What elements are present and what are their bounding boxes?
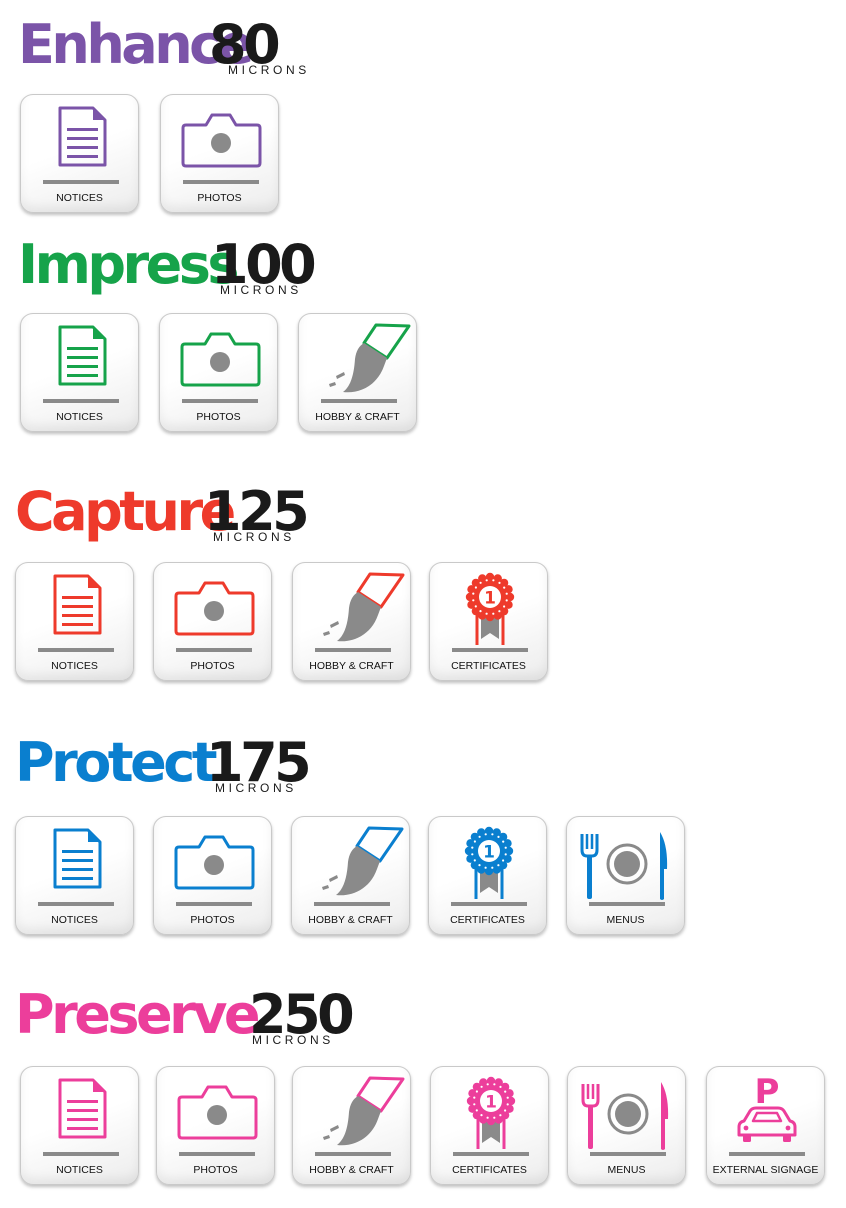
tile-label: MENUS [606, 914, 645, 926]
tile-label: NOTICES [56, 1164, 103, 1176]
use-tile-external-signage: P EXTERNAL SIGNAGE [706, 1066, 825, 1185]
product-name: Capture [15, 480, 236, 543]
use-tile-photos: PHOTOS [153, 562, 272, 681]
use-tile-photos: PHOTOS [153, 816, 272, 935]
tile-label: PHOTOS [197, 192, 242, 204]
use-tile-notices: NOTICES [20, 94, 139, 213]
use-tile-notices: NOTICES [20, 1066, 139, 1185]
use-tile-photos: PHOTOS [156, 1066, 275, 1185]
tile-label: NOTICES [56, 192, 103, 204]
tile-label: HOBBY & CRAFT [309, 660, 394, 672]
tile-label: PHOTOS [190, 914, 235, 926]
thickness-unit: MICRONS [252, 1033, 334, 1047]
tile-label: CERTIFICATES [450, 914, 525, 926]
thickness-unit: MICRONS [220, 283, 302, 297]
use-tile-hobby-craft: HOBBY & CRAFT [298, 313, 417, 432]
tile-label: NOTICES [51, 914, 98, 926]
product-name: Protect [15, 731, 218, 794]
tile-label: PHOTOS [193, 1164, 238, 1176]
use-tile-hobby-craft: HOBBY & CRAFT [291, 816, 410, 935]
tile-label: PHOTOS [196, 411, 241, 423]
tile-label: MENUS [607, 1164, 646, 1176]
tile-label: HOBBY & CRAFT [309, 1164, 394, 1176]
tile-label: CERTIFICATES [452, 1164, 527, 1176]
tile-label: HOBBY & CRAFT [315, 411, 400, 423]
thickness-number: 125 [204, 480, 310, 543]
thickness-number: 175 [206, 731, 312, 794]
thickness-number: 100 [211, 233, 317, 296]
thickness-unit: MICRONS [213, 530, 295, 544]
use-tile-notices: NOTICES [20, 313, 139, 432]
thickness-number: 250 [249, 983, 355, 1046]
use-tile-photos: PHOTOS [159, 313, 278, 432]
product-name: Enhance [18, 13, 254, 76]
use-tile-menus: MENUS [566, 816, 685, 935]
use-tile-notices: NOTICES [15, 816, 134, 935]
use-tile-hobby-craft: HOBBY & CRAFT [292, 1066, 411, 1185]
use-tile-menus: MENUS [567, 1066, 686, 1185]
product-name: Preserve [15, 983, 261, 1046]
tile-label: NOTICES [56, 411, 103, 423]
svg-text:1: 1 [484, 589, 496, 609]
product-name: Impress [18, 233, 240, 296]
svg-text:1: 1 [485, 1093, 497, 1113]
svg-text:1: 1 [483, 843, 495, 863]
thickness-unit: MICRONS [228, 63, 310, 77]
tile-label: CERTIFICATES [451, 660, 526, 672]
svg-text:P: P [755, 1072, 780, 1112]
use-tile-photos: PHOTOS [160, 94, 279, 213]
tile-label: HOBBY & CRAFT [308, 914, 393, 926]
tile-label: NOTICES [51, 660, 98, 672]
thickness-number: 80 [209, 13, 281, 76]
tile-label: PHOTOS [190, 660, 235, 672]
tile-label: EXTERNAL SIGNAGE [712, 1164, 819, 1176]
thickness-unit: MICRONS [215, 781, 297, 795]
use-tile-notices: NOTICES [15, 562, 134, 681]
use-tile-hobby-craft: HOBBY & CRAFT [292, 562, 411, 681]
